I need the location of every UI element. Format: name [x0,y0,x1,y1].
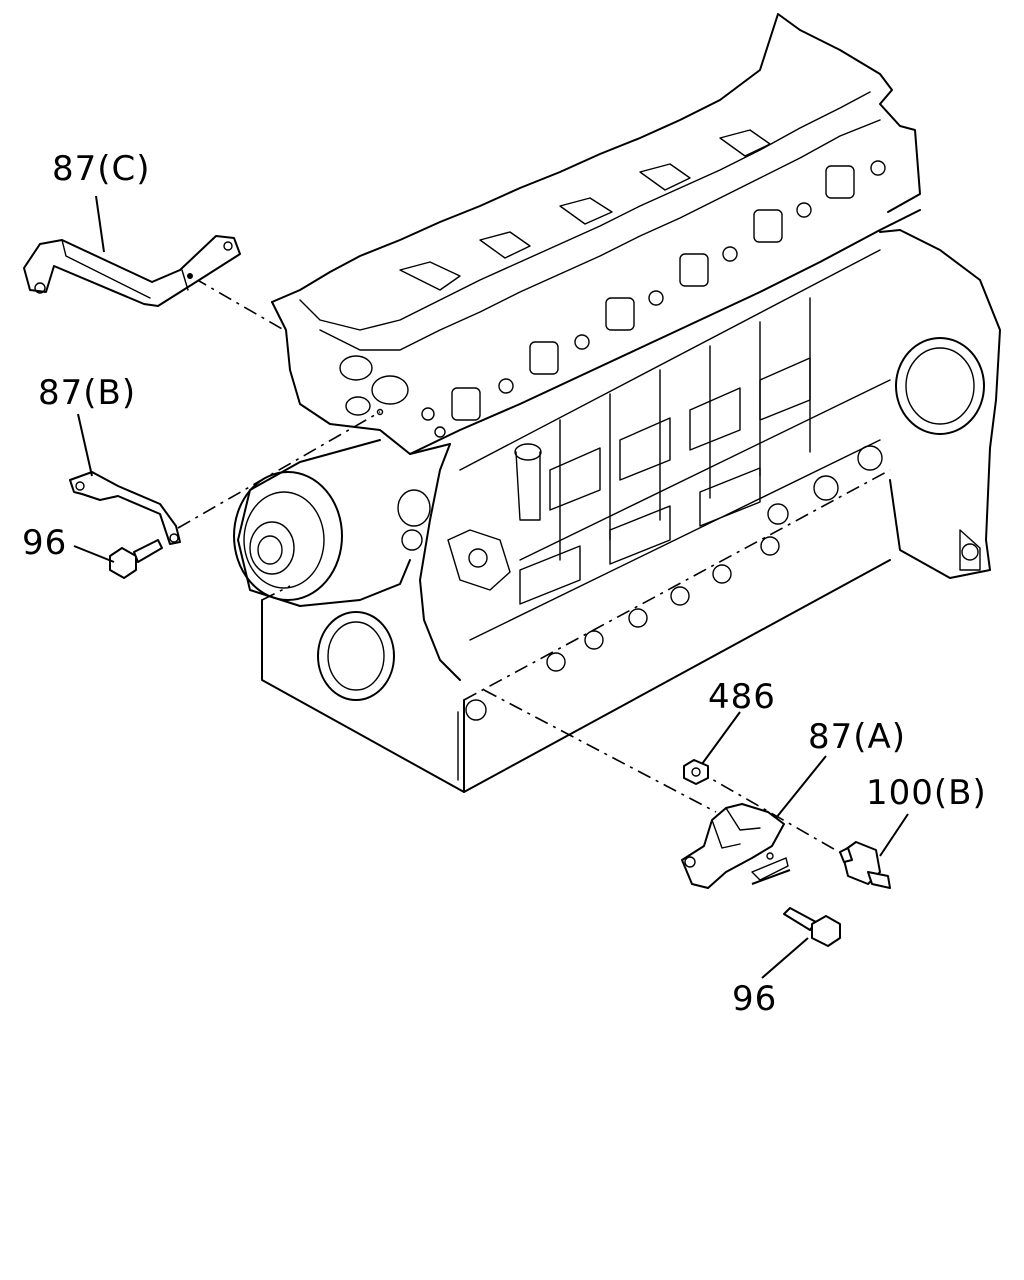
callout-96-lower: 96 [732,979,777,1019]
callout-87c: 87(C) [52,149,151,189]
assembly-lines [177,277,847,857]
bracket-87a[interactable] [681,803,789,889]
assembly-line-bracket-b [177,411,381,529]
bolt-96-lower[interactable] [751,869,841,947]
assembly-line-bracket-a [483,689,717,813]
sensor-100b[interactable] [839,841,891,889]
engine-block [233,13,1001,793]
callout-100b: 100(B) [866,773,987,813]
bolt-96-upper[interactable] [109,539,163,579]
nut-486[interactable] [683,759,709,785]
assembly-line-bracket-c [193,277,285,331]
callout-leaders [73,195,909,979]
callout-87b: 87(B) [38,373,136,413]
bracket-87c[interactable] [23,235,241,307]
callout-87a: 87(A) [808,717,906,757]
bracket-87b[interactable] [69,471,181,545]
callout-486: 486 [708,677,776,717]
callout-96-upper: 96 [22,523,67,563]
